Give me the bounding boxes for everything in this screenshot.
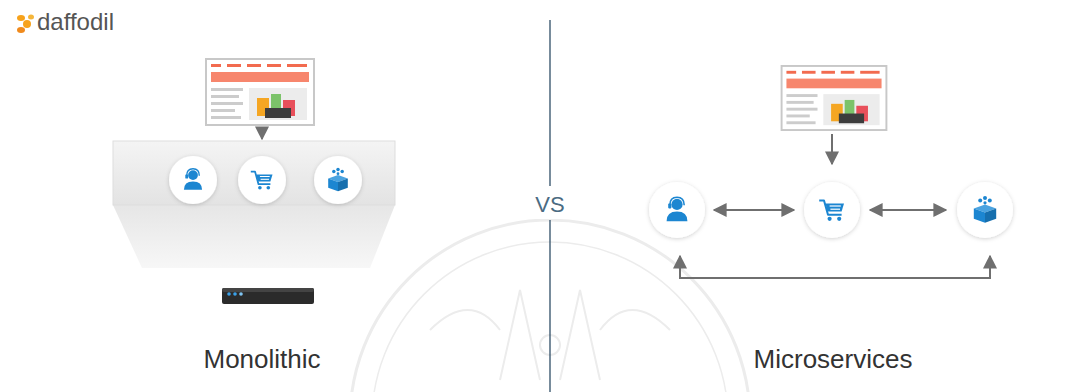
panel-label: Microservices	[754, 345, 913, 374]
divider-line	[549, 20, 550, 186]
arrow	[831, 134, 833, 164]
double-arrow	[714, 209, 794, 211]
watermark-emblem	[350, 220, 750, 392]
box-shade	[113, 205, 395, 268]
monolith-box	[113, 141, 395, 205]
divider-line	[549, 220, 550, 392]
webpage-illustration	[782, 66, 887, 130]
logo-text: daffodil	[37, 9, 114, 35]
vs-label: VS	[531, 191, 568, 219]
bracket-arrow	[680, 256, 990, 278]
double-arrow	[870, 209, 946, 211]
service-icons	[169, 156, 362, 204]
webpage-illustration	[206, 59, 314, 125]
server-icon	[222, 288, 314, 304]
panel-label: Monolithic	[203, 345, 320, 374]
arrow	[261, 128, 263, 139]
logo-mark	[17, 15, 34, 34]
service-icons	[649, 182, 1013, 238]
